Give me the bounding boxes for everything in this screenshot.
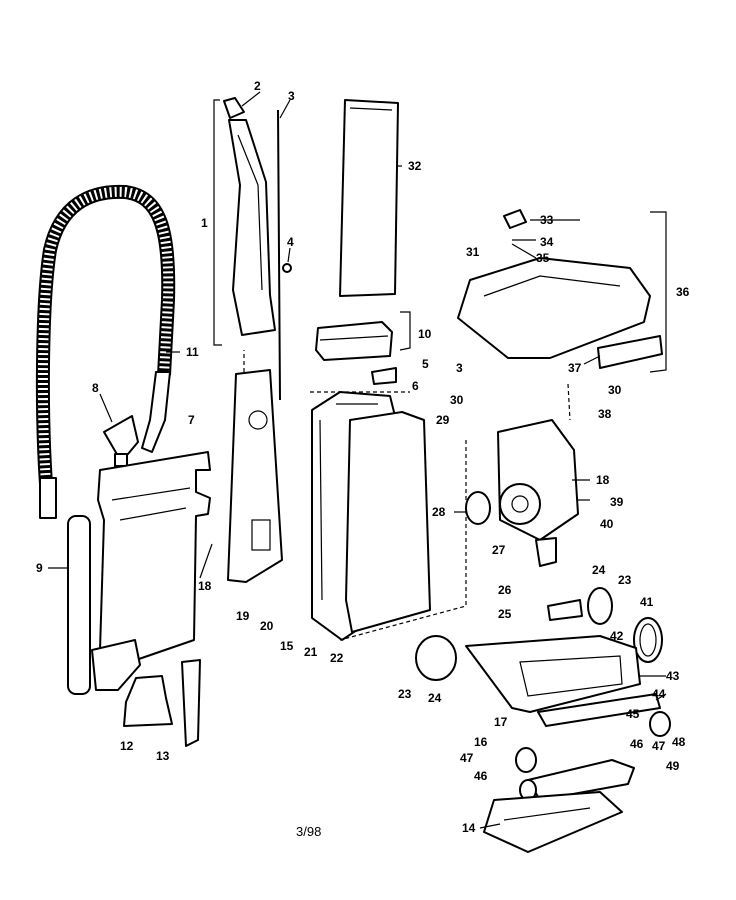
label-49: 49 (666, 759, 680, 773)
crevice-tool-part-13 (181, 659, 201, 747)
motor-part-39 (465, 419, 579, 541)
label-31: 31 (466, 245, 480, 259)
dashed-assembly-lines (243, 350, 571, 641)
bottom-plate-part-14 (483, 791, 623, 853)
label-18a: 18 (198, 579, 212, 593)
date-code: 3/98 (296, 824, 321, 839)
label-36: 36 (676, 285, 690, 299)
label-43: 43 (666, 669, 680, 683)
label-40: 40 (600, 517, 614, 531)
label-20: 20 (260, 619, 274, 633)
hose-part-11 (35, 184, 176, 519)
label-14: 14 (462, 821, 476, 835)
label-32: 32 (408, 159, 422, 173)
label-21: 21 (304, 645, 318, 659)
leader-lines (48, 91, 667, 829)
belt-part-41 (633, 617, 663, 663)
label-6: 6 (412, 379, 419, 393)
label-27: 27 (492, 543, 506, 557)
pedal-parts-25-27 (535, 537, 583, 621)
label-34: 34 (540, 235, 554, 249)
label-11: 11 (186, 345, 199, 359)
hose-channel-part-7 (91, 451, 211, 691)
label-18b: 18 (596, 473, 610, 487)
label-48a: 48 (672, 735, 686, 749)
label-8: 8 (92, 381, 99, 395)
extension-tube-part-9 (67, 515, 91, 695)
label-29: 29 (436, 413, 450, 427)
label-35: 35 (536, 251, 550, 265)
label-46b: 46 (474, 769, 488, 783)
upholstery-tool-part-12 (123, 675, 173, 727)
label-12: 12 (120, 739, 134, 753)
label-28: 28 (432, 505, 446, 519)
label-45: 45 (626, 707, 640, 721)
dusting-brush-part-8 (103, 415, 139, 467)
label-3b: 3 (456, 361, 463, 375)
label-3: 3 (288, 89, 295, 103)
label-15: 15 (280, 639, 294, 653)
label-25: 25 (498, 607, 512, 621)
label-47a: 47 (652, 739, 666, 753)
label-16: 16 (474, 735, 488, 749)
label-9: 9 (36, 561, 43, 575)
label-4: 4 (287, 235, 294, 249)
label-1: 1 (201, 216, 208, 230)
label-24a: 24 (592, 563, 606, 577)
label-5: 5 (422, 357, 429, 371)
label-17: 17 (494, 715, 508, 729)
front-cover-part-22 (345, 411, 431, 633)
label-22: 22 (330, 651, 344, 665)
wheel-parts-46-48 (515, 711, 671, 773)
label-30a: 30 (608, 383, 622, 397)
label-39: 39 (610, 495, 624, 509)
label-26: 26 (498, 583, 512, 597)
handle-part-1 (213, 97, 292, 401)
base-part-43 (465, 635, 661, 727)
label-10: 10 (418, 327, 432, 341)
label-23a: 23 (618, 573, 632, 587)
bag-part-32 (339, 99, 399, 297)
hood-part-36 (457, 209, 667, 373)
label-30b: 30 (450, 393, 464, 407)
label-19: 19 (236, 609, 250, 623)
label-37: 37 (568, 361, 582, 375)
part-labels: 1 2 3 4 32 11 8 7 9 18 12 13 10 5 6 19 2… (36, 79, 690, 835)
label-44: 44 (652, 687, 666, 701)
label-47b: 47 (460, 751, 474, 765)
cord-wrap-part-19 (227, 369, 283, 583)
label-42: 42 (610, 629, 624, 643)
label-2: 2 (254, 79, 261, 93)
filter-part-10 (315, 311, 411, 385)
wheel-part-24 (415, 587, 613, 681)
label-7: 7 (188, 413, 195, 427)
label-24b: 24 (428, 691, 442, 705)
label-46a: 46 (630, 737, 644, 751)
label-13: 13 (156, 749, 170, 763)
label-41: 41 (640, 595, 654, 609)
label-33: 33 (540, 213, 554, 227)
label-38: 38 (598, 407, 612, 421)
label-23b: 23 (398, 687, 412, 701)
